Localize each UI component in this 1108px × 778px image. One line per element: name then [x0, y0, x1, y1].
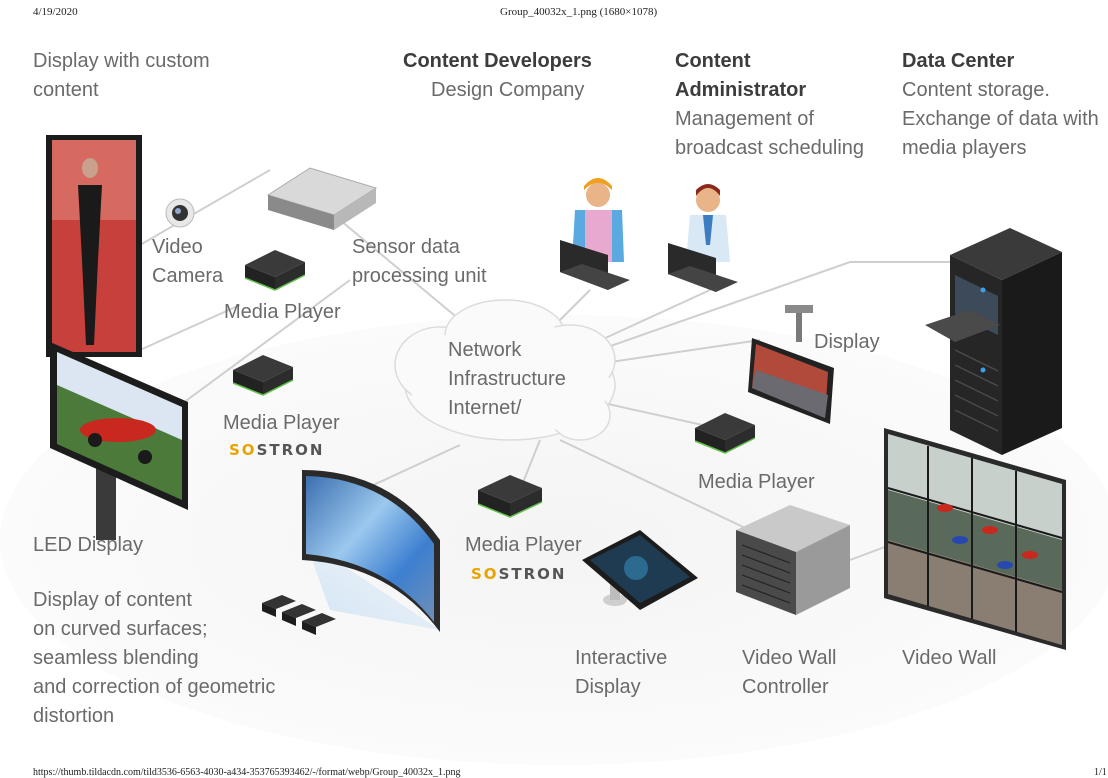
tall-display-icon: [46, 135, 142, 357]
print-title: Group_40032x_1.png (1680×1078): [500, 6, 658, 18]
curved-display-icon: [302, 470, 440, 632]
server-rack-icon: [925, 228, 1062, 455]
data-center-title: Data Center: [902, 50, 1015, 72]
sostron-logo-2: SOSTRON: [471, 565, 567, 583]
content-admin-sub: Management of broadcast scheduling: [675, 108, 865, 159]
video-wall-controller-label: Video Wall Controller: [742, 647, 837, 698]
video-camera-icon: [165, 198, 195, 228]
sensor-unit-label: Sensor data processing unit: [352, 236, 487, 287]
video-wall-label: Video Wall: [902, 647, 997, 669]
display-label: Display: [814, 331, 880, 353]
video-wall-controller-icon: [736, 505, 850, 615]
content-admin-title: Content Administrator: [675, 50, 807, 101]
interactive-display-icon: [582, 530, 698, 610]
media-player-label-1: Media Player: [224, 301, 341, 323]
media-player-icon-3: [477, 475, 543, 518]
media-player-label-2: Media Player: [223, 412, 340, 434]
interactive-display-label: Interactive Display: [575, 647, 668, 698]
floor-shadow: [0, 315, 1108, 765]
video-wall-icon: [884, 428, 1066, 650]
data-center-sub: Content storage. Exchange of data with m…: [902, 79, 1099, 159]
media-player-icon-4: [694, 413, 756, 454]
content-developers-sub: Design Company: [431, 79, 585, 101]
network-label: Network Infrastructure Internet/: [448, 339, 566, 419]
led-display-icon: [50, 342, 188, 540]
led-display-label: LED Display: [33, 534, 144, 556]
page-number: 1/1: [1094, 767, 1107, 778]
display-custom-label: Display with custom content: [33, 50, 210, 101]
curved-display-label: Display of content on curved surfaces; s…: [33, 589, 276, 727]
content-developers-title: Content Developers: [403, 50, 592, 72]
media-player-icon-1: [244, 250, 306, 291]
video-camera-label: Video Camera: [152, 236, 224, 287]
sostron-logo-1: SOSTRON: [229, 441, 325, 459]
media-player-label-3: Media Player: [465, 534, 582, 556]
developer-person-icon: [560, 178, 630, 290]
ceiling-display-icon: [748, 305, 834, 424]
source-url: https://thumb.tildacdn.com/tild3536-6563…: [33, 767, 461, 778]
print-date: 4/19/2020: [33, 6, 78, 18]
sensor-unit-icon: [266, 167, 378, 230]
media-player-icon-2: [232, 355, 294, 396]
projector-icon: [262, 595, 336, 635]
media-player-label-4: Media Player: [698, 471, 815, 493]
administrator-person-icon: [668, 184, 738, 292]
